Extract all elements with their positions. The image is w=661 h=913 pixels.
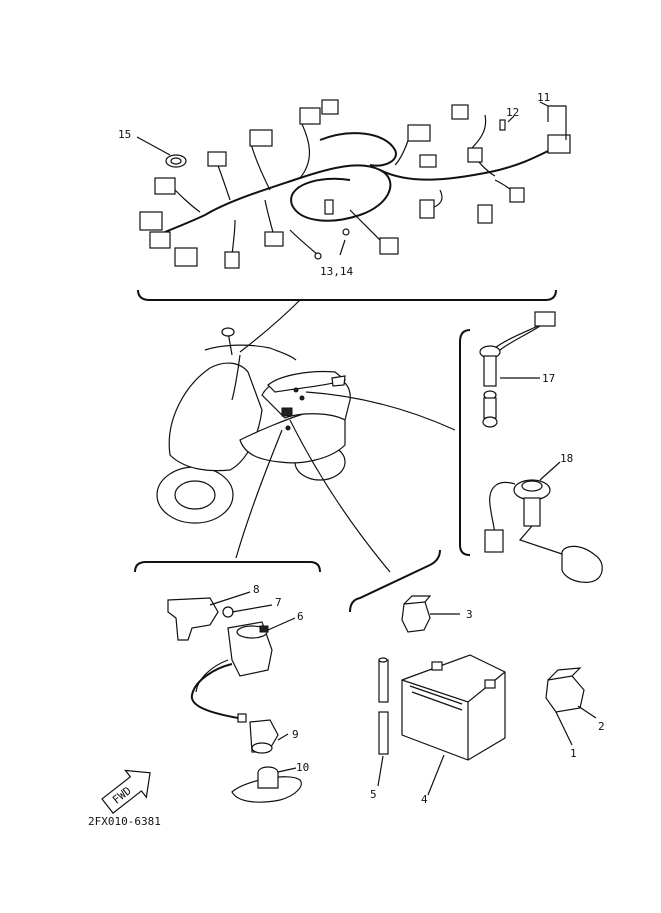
callout-2: 2 xyxy=(598,720,605,733)
callout-17: 17 xyxy=(542,372,555,385)
fwd-arrow: FWD xyxy=(101,769,151,814)
sender-parts xyxy=(479,311,603,583)
leader-ignition-group xyxy=(235,429,283,559)
battery-bracket xyxy=(349,549,441,613)
scooter-illustration xyxy=(156,327,351,524)
callout-4: 4 xyxy=(421,793,428,806)
callout-6: 6 xyxy=(297,610,304,623)
callout-11: 11 xyxy=(537,91,550,104)
callout-15: 15 xyxy=(118,128,131,141)
callout-7: 7 xyxy=(275,596,282,609)
callout-1: 1 xyxy=(570,747,577,760)
battery-parts xyxy=(378,595,585,761)
sender-bracket xyxy=(459,329,471,556)
callout-8: 8 xyxy=(253,583,260,596)
callout-18: 18 xyxy=(560,452,573,465)
ignition-bracket xyxy=(134,561,321,573)
leader-harness xyxy=(239,299,301,353)
callout-13-14: 13,14 xyxy=(320,265,353,278)
drawing-code: 2FX010-6381 xyxy=(88,815,161,828)
callout-9: 9 xyxy=(292,728,299,741)
harness-bracket xyxy=(137,289,557,301)
callout-leaders xyxy=(136,101,597,796)
callout-12: 12 xyxy=(506,106,519,119)
leader-sender-group xyxy=(305,391,456,431)
callout-10: 10 xyxy=(296,761,309,774)
wire-harness xyxy=(139,99,571,269)
ignition-parts xyxy=(167,597,302,803)
callout-3: 3 xyxy=(466,608,473,621)
leader-battery-group xyxy=(289,419,391,573)
callout-5: 5 xyxy=(370,788,377,801)
